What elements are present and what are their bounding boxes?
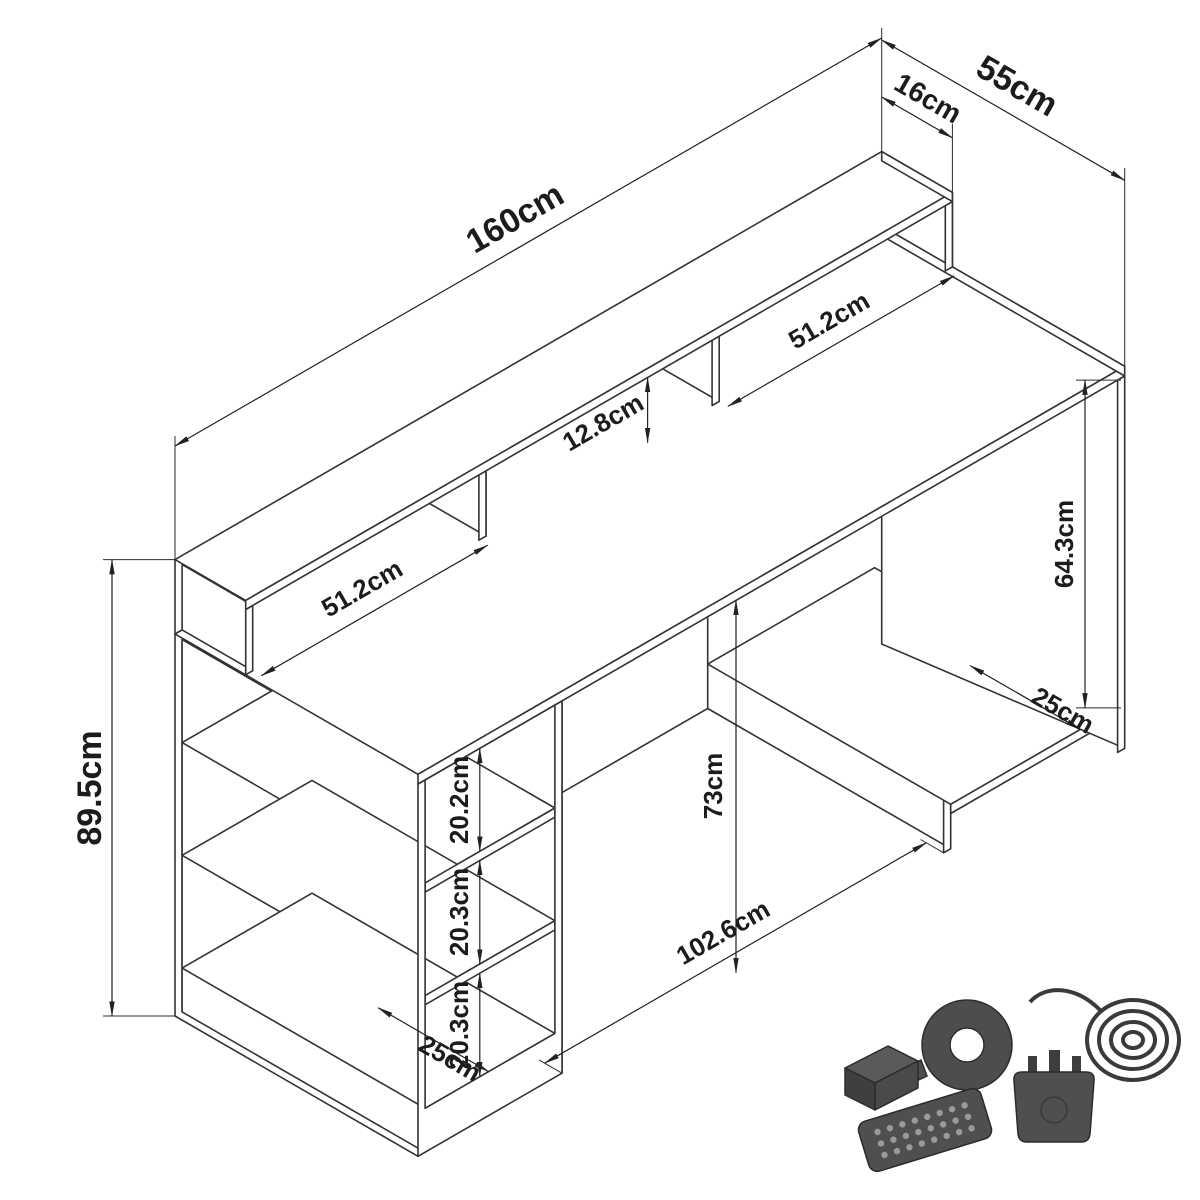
hutch-panel2-front (478, 470, 487, 541)
dim-line-hutch-left-opening (260, 544, 489, 677)
led-strip-coil-hole (949, 1027, 985, 1063)
dim-label-width: 160cm (460, 175, 571, 261)
dim-line-width (174, 37, 883, 447)
dim-label-left-shelf-1: 20.2cm (444, 756, 474, 844)
dim-label-knee-space: 102.6cm (671, 894, 775, 971)
dim-label-hutch-depth: 16cm (889, 67, 967, 130)
dim-line-right-shelf-depth (969, 665, 1082, 730)
hutch-panel1-front (244, 604, 254, 676)
cable-coil-ring (1109, 1020, 1157, 1060)
cable-coil-ring (1097, 1009, 1169, 1071)
adapter-detail (1040, 1096, 1068, 1124)
dim-label-depth: 55cm (970, 48, 1064, 124)
power-adapter-icon (1013, 1050, 1095, 1143)
cable-coil-ring (1121, 1030, 1145, 1050)
adapter-pin-center (1049, 1050, 1060, 1072)
remote-buttons (874, 1102, 975, 1159)
dimension-lines (109, 37, 1126, 1078)
adapter-pin-right (1072, 1056, 1081, 1072)
adapter-pin-left (1028, 1056, 1037, 1072)
dim-line-knee-space (543, 842, 928, 1064)
cable-tail (1028, 988, 1102, 1012)
dim-line-hutch-depth (880, 96, 954, 139)
control-box-icon (844, 1045, 919, 1111)
right-end-panel-front-edge (1116, 375, 1126, 754)
led-strip-coil (922, 1000, 1012, 1090)
control-box-side (874, 1060, 919, 1111)
dim-label-left-shelf-2: 20.3cm (444, 868, 474, 956)
dim-label-clearance: 73cm (698, 753, 728, 820)
dim-label-height: 89.5cm (71, 730, 109, 845)
dim-line-hutch-right-opening (727, 275, 955, 407)
hutch-panel3-front (711, 335, 720, 407)
dim-label-right-compartment: 64.3cm (1049, 500, 1079, 588)
extension-line (538, 1059, 563, 1074)
dim-line-depth (880, 39, 1126, 181)
cable-coil-ring (1085, 998, 1181, 1082)
remote-body (857, 1087, 993, 1173)
dim-label-left-shelf-3: 20.3cm (444, 981, 474, 1069)
remote-control-icon (857, 1087, 993, 1173)
accessories (844, 988, 1181, 1173)
extension-line (920, 839, 944, 854)
adapter-body (1013, 1071, 1095, 1143)
hutch-panel4-front (944, 200, 954, 272)
dim-line-left-shelf-depth (377, 1007, 490, 1073)
power-cable-icon (1028, 988, 1181, 1082)
